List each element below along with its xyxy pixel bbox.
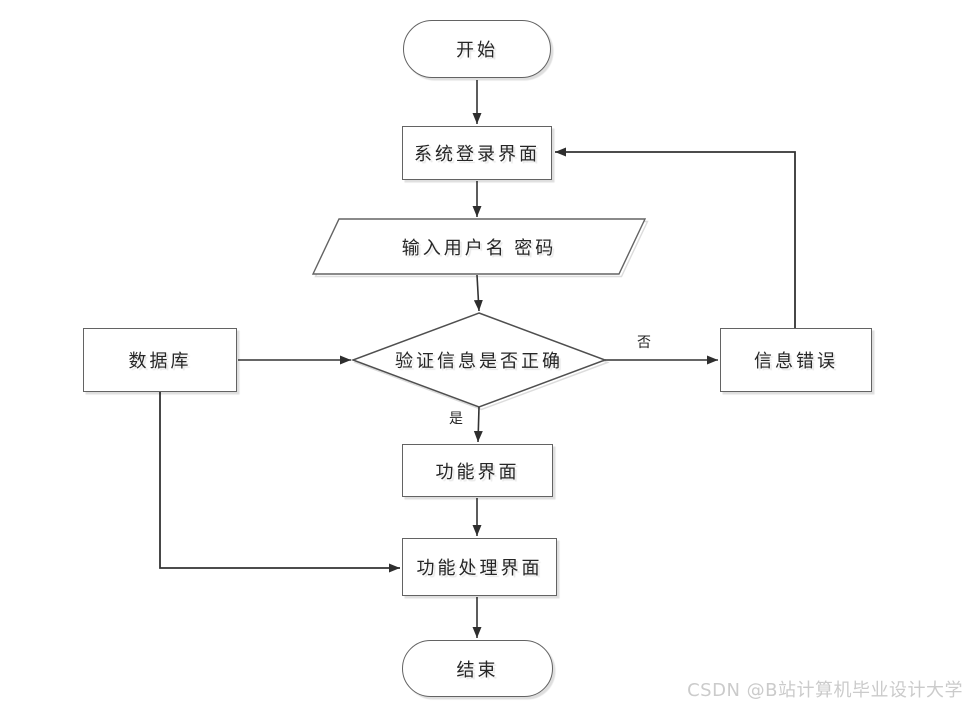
node-input-label: 输入用户名 密码 [401,237,557,258]
node-start: 开始 [403,20,551,78]
node-end: 结束 [402,640,553,697]
node-login: 系统登录界面 [402,126,552,180]
node-func-label: 功能界面 [435,461,520,482]
node-database-label: 数据库 [128,351,192,371]
node-func: 功能界面 [402,444,553,497]
node-error: 信息错误 [720,328,872,392]
node-end-label: 结束 [456,659,499,680]
watermark: CSDN @B站计算机毕业设计大学 [687,680,963,701]
edge-label-no: 否 [637,336,651,351]
node-error-label: 信息错误 [754,351,838,371]
node-database: 数据库 [83,328,237,392]
edge-db-funcproc-loop [159,392,400,573]
edge-error-login-loop [555,147,796,328]
edge-label-yes: 是 [449,412,463,427]
node-input: 输入用户名 密码 [339,219,619,274]
node-start-label: 开始 [456,40,498,60]
edge-input-verify [473,274,483,312]
node-funcproc-label: 功能处理界面 [416,558,543,578]
node-login-label: 系统登录界面 [414,144,540,164]
node-funcproc: 功能处理界面 [402,538,557,596]
input-parallelogram [311,218,647,275]
node-verify: 验证信息是否正确 [369,333,589,387]
node-verify-label: 验证信息是否正确 [395,351,563,371]
edge-verify-func-yes [473,406,483,443]
